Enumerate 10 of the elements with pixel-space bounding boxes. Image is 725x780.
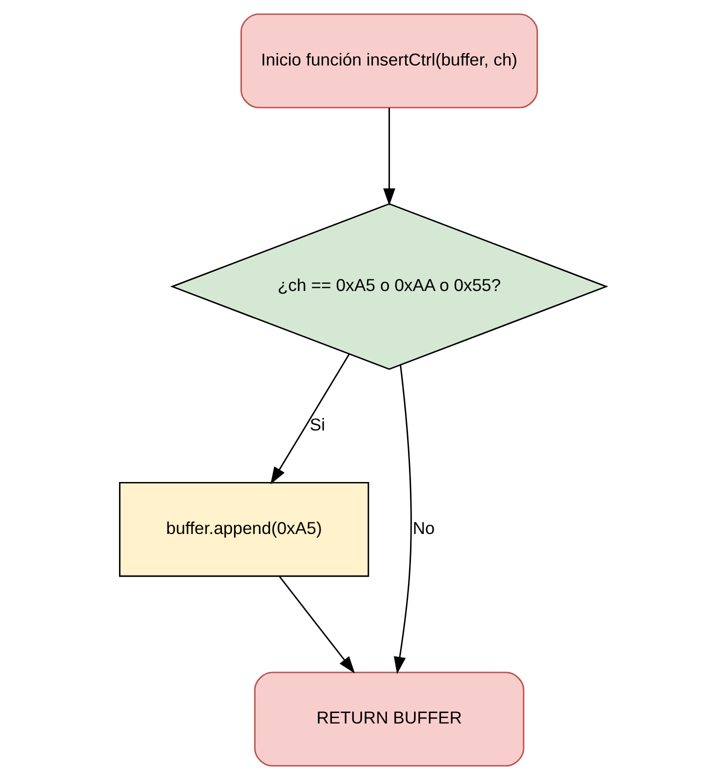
node-box: RETURN BUFFER bbox=[254, 672, 524, 767]
arrow bbox=[382, 108, 395, 206]
arrow bbox=[278, 576, 354, 674]
node-diamond: ¿ch == 0xA5 o 0xAA o 0x55? bbox=[170, 203, 608, 370]
edge-label: Si bbox=[309, 414, 325, 434]
edge-label: No bbox=[412, 518, 434, 538]
node-box: Inicio función insertCtrl(buffer, ch) bbox=[240, 13, 538, 108]
arrow bbox=[393, 364, 412, 674]
node-box: buffer.append(0xA5) bbox=[118, 482, 369, 577]
arrow bbox=[270, 354, 350, 484]
